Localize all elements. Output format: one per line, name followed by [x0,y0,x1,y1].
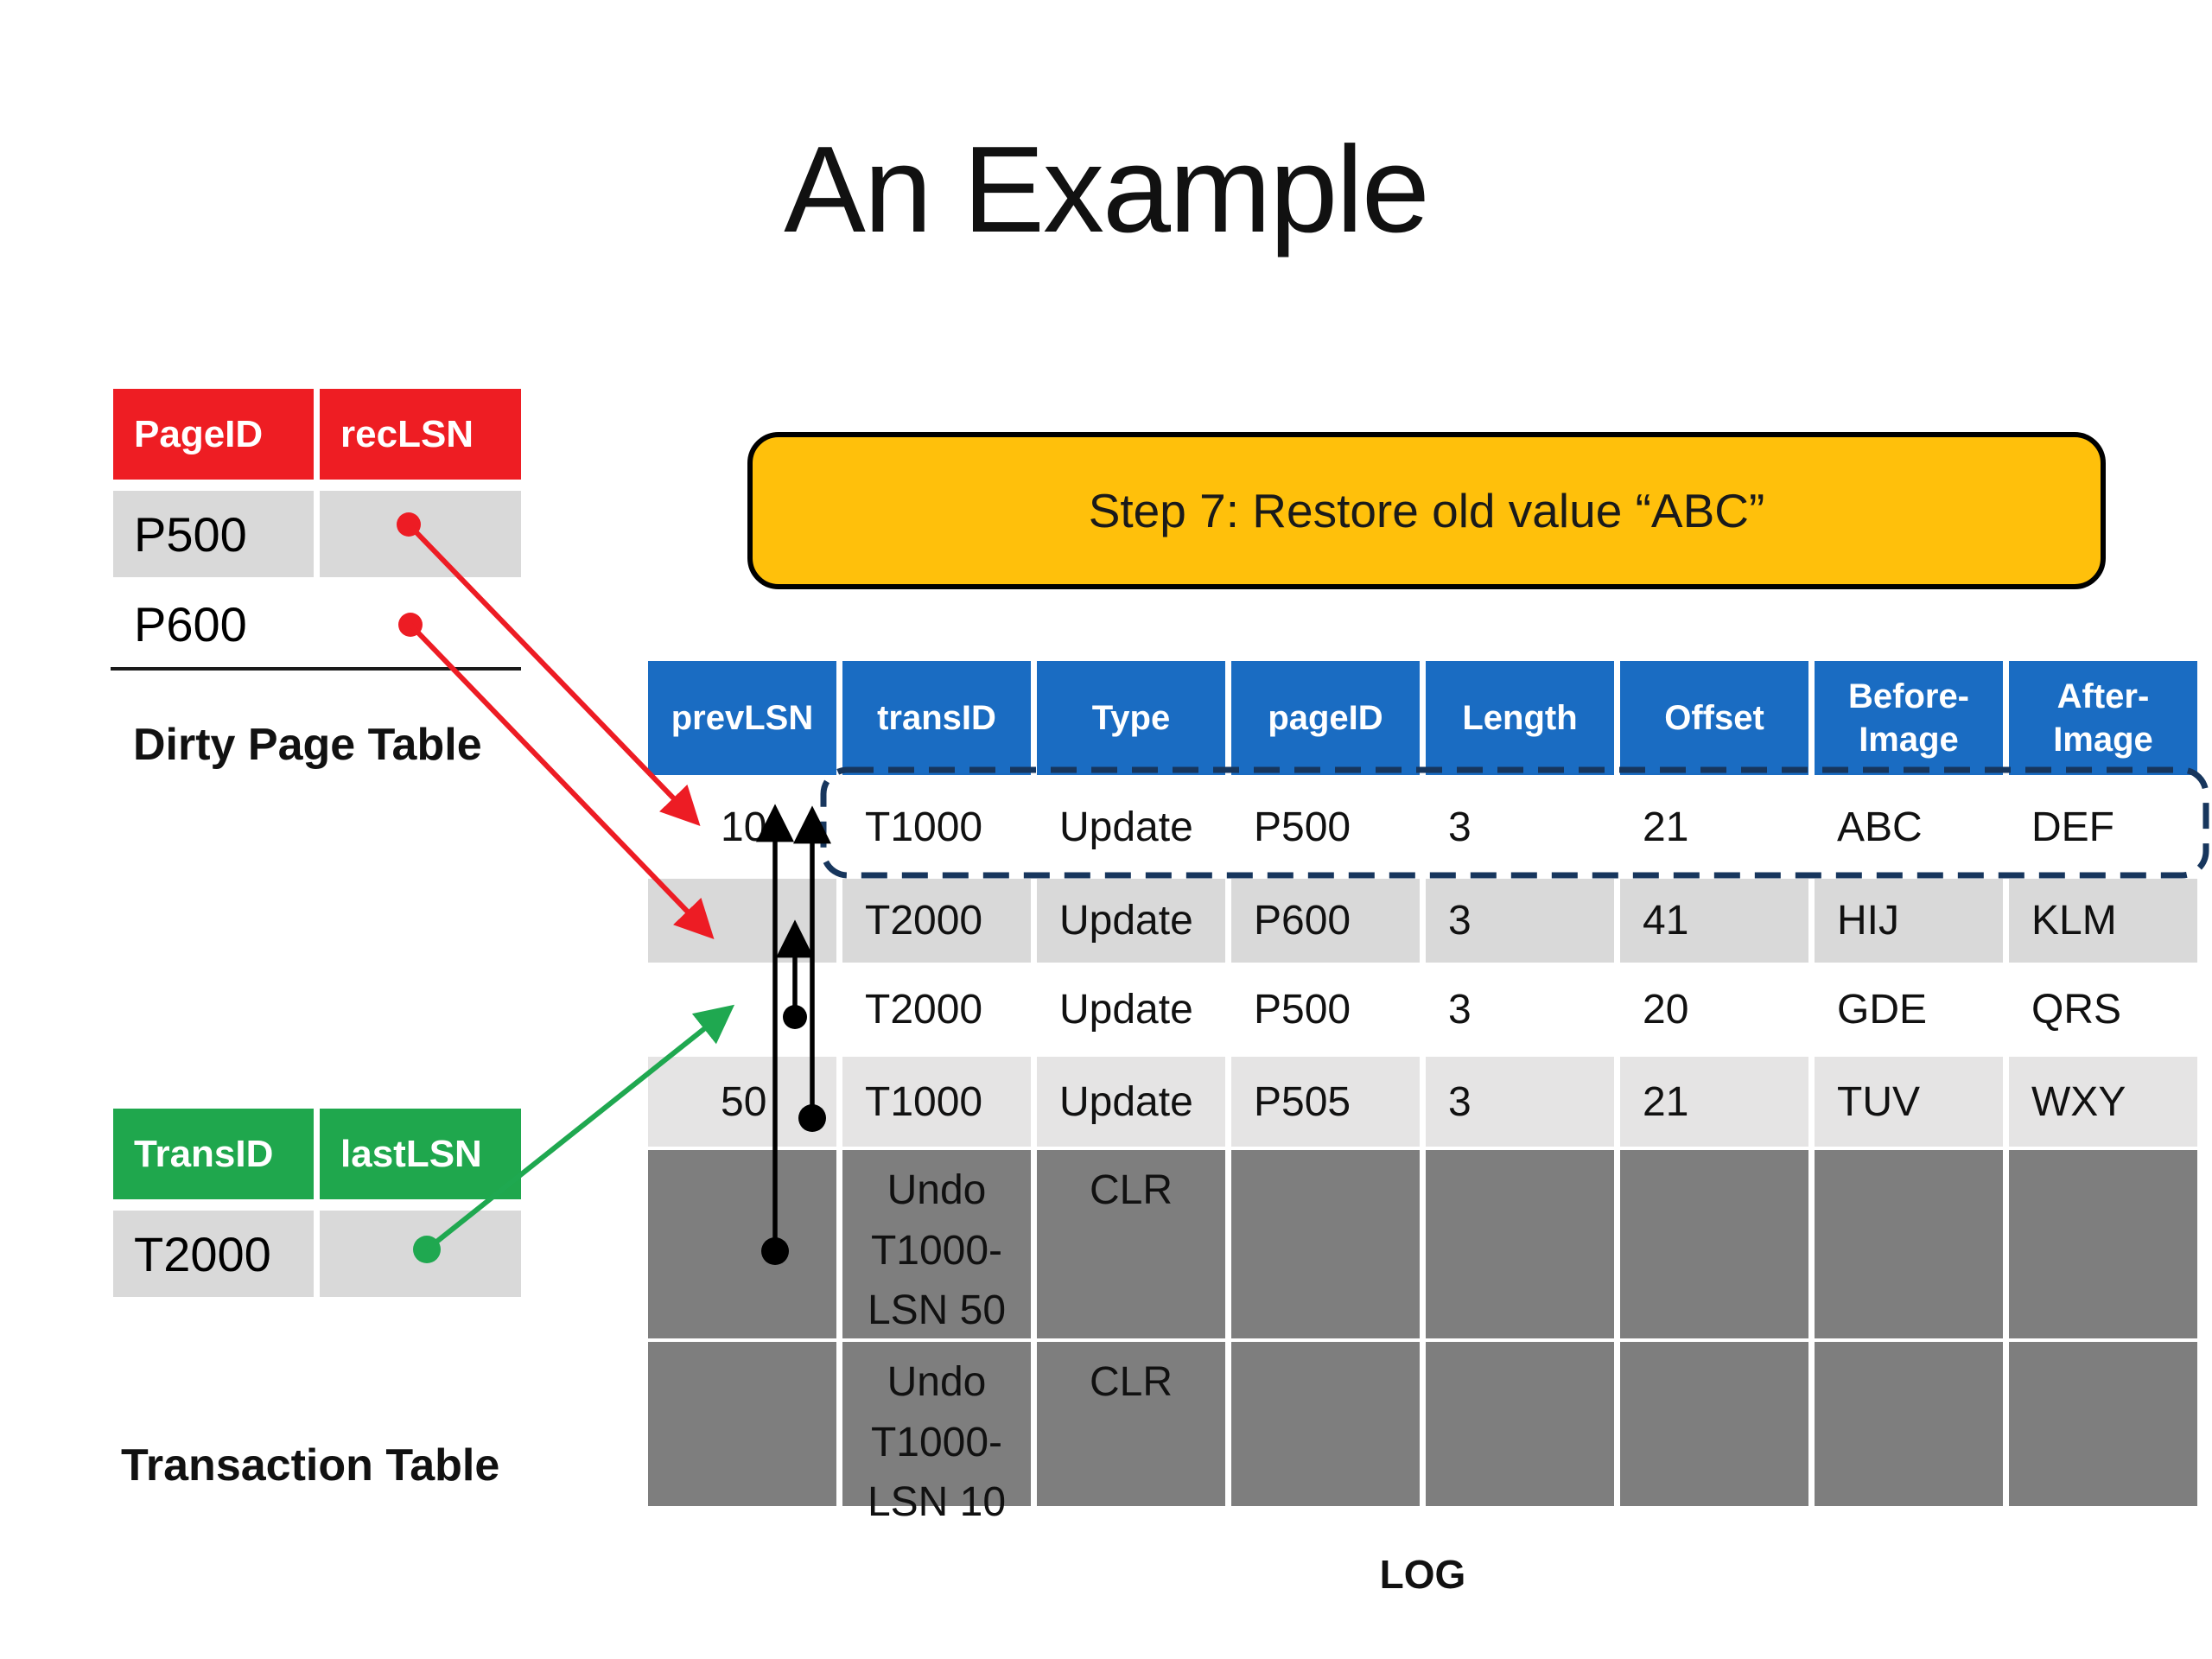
log-table: prevLSN transID Type pageID Length Offse… [648,661,2197,1525]
log-cell-transid: Undo T1000- LSN 50 [842,1150,1031,1338]
page-title: An Example [784,121,1430,258]
dpt-cell-pageid: P600 [113,588,314,661]
log-cell-offset [1620,1342,1808,1506]
log-cell-before: TUV [1815,1057,2003,1147]
dirty-page-table: PageID recLSN P500 P600 [113,389,521,661]
log-cell-offset [1620,1150,1808,1338]
transaction-table-caption: Transaction Table [121,1440,500,1491]
log-cell-type: Update [1037,966,1225,1053]
log-cell-transid: T2000 [842,966,1031,1053]
log-cell-before: ABC [1815,779,2003,875]
log-cell-pageid: P505 [1231,1057,1420,1147]
dirty-page-table-caption: Dirty Page Table [133,720,482,770]
log-cell-offset: 41 [1620,879,1808,963]
log-cell-prevlsn [648,1342,836,1506]
log-cell-offset: 21 [1620,1057,1808,1147]
log-cell-after: QRS [2009,966,2197,1053]
tt-col-header-lastlsn: lastLSN [320,1109,521,1199]
log-col-header: Offset [1620,661,1808,775]
log-cell-type: CLR [1037,1342,1225,1506]
log-cell-length: 3 [1426,779,1614,875]
log-cell-length: 3 [1426,1057,1614,1147]
log-col-header: After-Image [2009,661,2197,775]
log-caption: LOG [1379,1552,1466,1597]
log-cell-pageid: P500 [1231,966,1420,1053]
log-cell-after [2009,1150,2197,1338]
log-cell-type: CLR [1037,1150,1225,1338]
step-callout: Step 7: Restore old value “ABC” [747,432,2106,589]
log-cell-transid: T1000 [842,779,1031,875]
log-header-row: prevLSN transID Type pageID Length Offse… [648,661,2197,775]
dpt-cell-reclsn [320,588,521,661]
tt-col-header-transid: TransID [113,1109,314,1199]
dpt-cell-pageid: P500 [113,491,314,577]
log-cell-prevlsn [648,879,836,963]
log-cell-after: WXY [2009,1057,2197,1147]
log-row: T2000 Update P500 3 20 GDE QRS [648,966,2197,1053]
log-cell-before [1815,1342,2003,1506]
log-cell-type: Update [1037,879,1225,963]
transaction-table: TransID lastLSN T2000 [113,1109,521,1297]
log-cell-pageid [1231,1342,1420,1506]
log-col-header: pageID [1231,661,1420,775]
table-row: P500 [113,491,521,577]
log-cell-pageid: P600 [1231,879,1420,963]
log-cell-before: HIJ [1815,879,2003,963]
log-col-header: Length [1426,661,1614,775]
log-cell-length [1426,1150,1614,1338]
log-cell-length: 3 [1426,879,1614,963]
log-cell-length: 3 [1426,966,1614,1053]
dpt-col-header-pageid: PageID [113,389,314,480]
log-col-header: Type [1037,661,1225,775]
log-cell-pageid: P500 [1231,779,1420,875]
log-row-clr-undo-lsn10: Undo T1000- LSN 10 CLR [648,1342,2197,1525]
tt-cell-transid: T2000 [113,1211,314,1297]
log-col-header: transID [842,661,1031,775]
log-row-clr-undo-lsn50: Undo T1000- LSN 50 CLR [648,1150,2197,1338]
tt-cell-lastlsn [320,1211,521,1297]
transaction-table-header-row: TransID lastLSN [113,1109,521,1199]
log-cell-prevlsn: 10 [648,779,836,875]
dirty-page-table-header-row: PageID recLSN [113,389,521,480]
log-cell-length [1426,1342,1614,1506]
log-col-header: Before-Image [1815,661,2003,775]
dirty-page-table-underline [111,667,521,671]
log-cell-after: KLM [2009,879,2197,963]
log-col-header: prevLSN [648,661,836,775]
dpt-cell-reclsn [320,491,521,577]
table-row: P600 [113,588,521,661]
dpt-col-header-reclsn: recLSN [320,389,521,480]
log-cell-type: Update [1037,1057,1225,1147]
log-cell-transid: T1000 [842,1057,1031,1147]
step-callout-text: Step 7: Restore old value “ABC” [1088,484,1765,537]
log-cell-before [1815,1150,2003,1338]
log-cell-after [2009,1342,2197,1506]
table-row: T2000 [113,1211,521,1297]
log-cell-offset: 20 [1620,966,1808,1053]
log-cell-prevlsn [648,1150,836,1338]
log-cell-prevlsn [648,966,836,1053]
log-row-lsn10: 10 T1000 Update P500 3 21 ABC DEF [648,779,2197,875]
log-cell-transid: T2000 [842,879,1031,963]
log-cell-after: DEF [2009,779,2197,875]
log-cell-offset: 21 [1620,779,1808,875]
log-row: T2000 Update P600 3 41 HIJ KLM [648,879,2197,963]
log-cell-pageid [1231,1150,1420,1338]
log-cell-transid: Undo T1000- LSN 10 [842,1342,1031,1525]
log-cell-type: Update [1037,779,1225,875]
log-row-lsn50: 50 T1000 Update P505 3 21 TUV WXY [648,1057,2197,1147]
log-cell-before: GDE [1815,966,2003,1053]
log-cell-prevlsn: 50 [648,1057,836,1147]
